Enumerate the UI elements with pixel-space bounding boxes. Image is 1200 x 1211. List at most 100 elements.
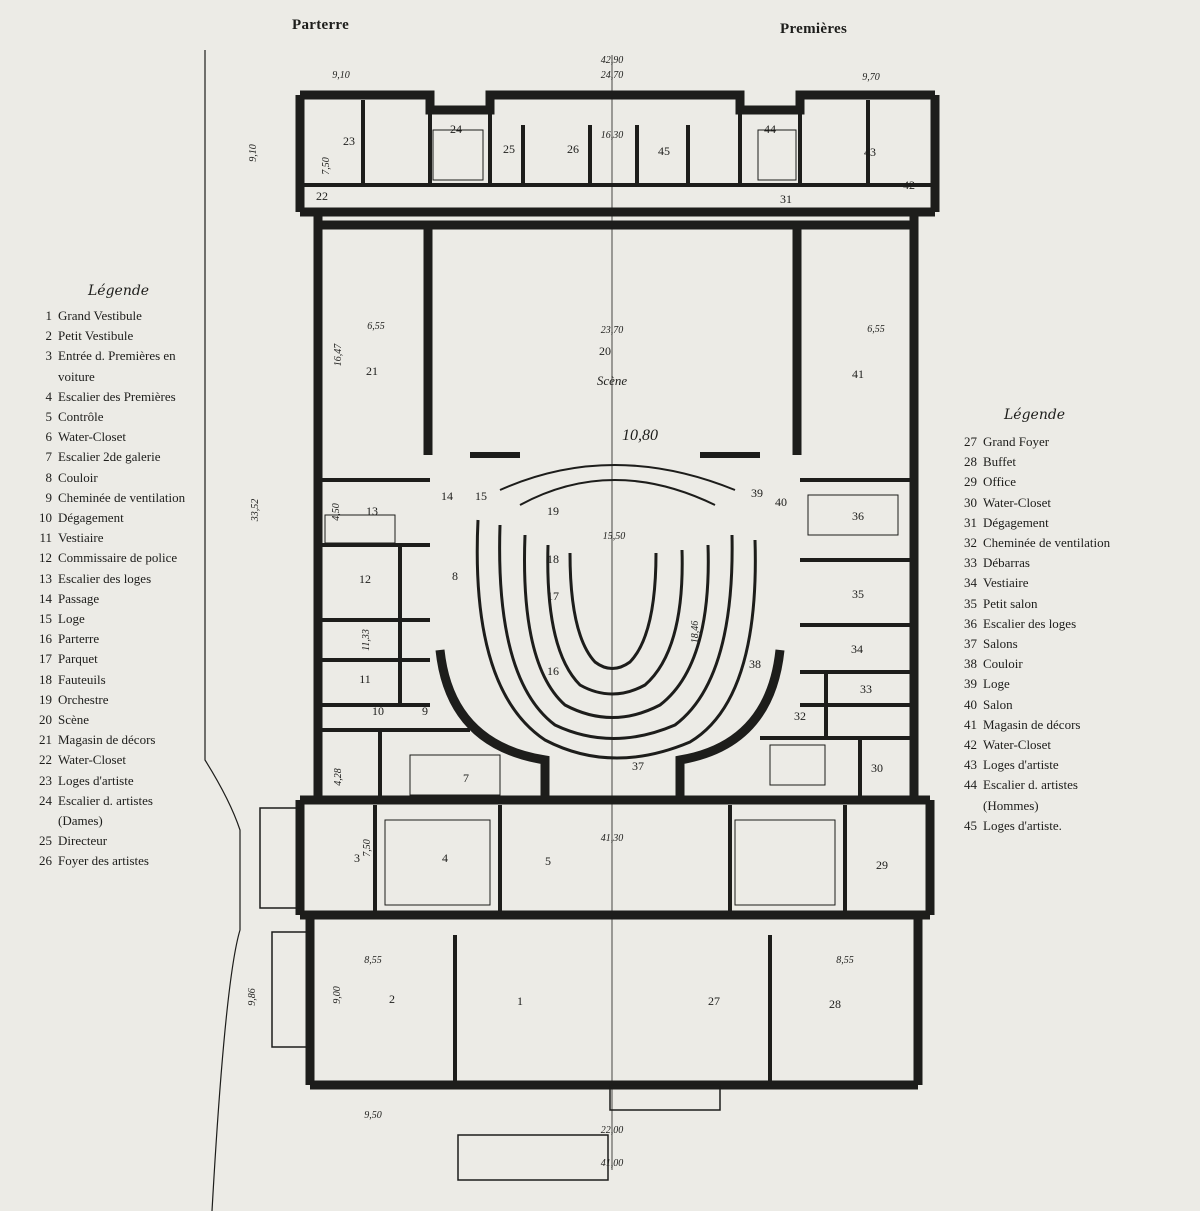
legend-number: 14 [39,590,52,606]
legend-label: Escalier d. artistes (Hommes) [983,777,1078,813]
legend-number: 13 [39,570,52,586]
legend-label: Dégagement [58,510,124,526]
dimension-label: 15,50 [603,531,626,542]
room-label-22: 22 [316,189,328,203]
legend-label: Cheminée de ventilation [58,489,186,505]
room-label-20: 20 [599,344,611,358]
legend-item-9: 9 Cheminée de ventilation [22,488,200,508]
dimension-label: 6,55 [367,321,385,332]
legend-item-21: 21 Magasin de décors [22,730,200,750]
legend-number: 21 [39,732,52,748]
legend-number: 40 [964,696,977,712]
legend-number: 36 [964,615,977,631]
legend-number: 38 [964,656,977,672]
room-label-3: 3 [354,851,360,865]
legend-number: 9 [45,489,53,505]
legend-number: 26 [39,853,52,869]
dimension-label: 9,50 [364,1110,382,1121]
legend-label: Escalier d. artistes (Dames) [58,792,153,829]
legend-label: Loge [58,611,85,627]
legend-number: 3 [45,348,53,364]
legend-number: 17 [39,651,52,667]
dimension-label: 7,50 [362,839,373,857]
legend-label: Water-Closet [983,737,1052,753]
legend-number: 20 [39,712,52,728]
legend-number: 24 [39,792,52,808]
dimension-label: 4,28 [333,768,344,786]
legend-number: 6 [45,429,53,445]
room-label-14: 14 [441,489,453,503]
legend-number: 28 [964,454,977,470]
dimension-label: 9,10 [248,144,259,162]
room-label-16: 16 [547,664,559,678]
legend-number: 10 [39,510,52,526]
legend-label: Fauteuils [58,671,106,687]
legend-label: Passage [58,590,100,606]
room-label-5: 5 [545,854,551,868]
room-label-36: 36 [852,509,864,523]
dimension-label: 41,30 [601,833,624,844]
legend-label: Vestiaire [983,575,1029,591]
dimension-label: 41,00 [601,1158,624,1169]
room-label-37: 37 [632,759,644,773]
dimension-label: 8,55 [836,955,854,966]
scene-label: Scène [597,373,628,388]
room-label-28: 28 [829,997,841,1011]
legend-label: Grand Foyer [983,434,1050,449]
legend-label: Salons [983,636,1018,652]
room-label-9: 9 [422,704,428,718]
room-label-18: 18 [547,552,559,566]
legend-label: Magasin de décors [58,732,156,748]
legend-number: 7 [45,449,53,465]
legend-label: Contrôle [58,409,104,425]
legend-number: 35 [964,595,977,611]
dimension-label: 6,55 [867,324,885,335]
legend-title-left: Légende [88,283,150,299]
room-label-24: 24 [450,122,462,136]
legend-number: 33 [964,555,977,571]
dimension-label: 9,86 [247,988,258,1006]
legend-label: Water-Closet [58,429,127,445]
room-label-15: 15 [475,489,487,503]
legend-label: Office [983,474,1016,490]
legend-label: Petit salon [983,595,1038,611]
legend-label: Dégagement [983,514,1049,530]
legend-number: 23 [39,772,52,788]
room-label-45: 45 [658,144,670,158]
side-room-walls [318,478,914,800]
legend-label: Cheminée de ventilation [983,535,1111,551]
legend-number: 2 [45,328,53,344]
legend-item-10: 10 Dégagement [22,508,200,528]
stairs [324,129,899,906]
legend-label: Water-Closet [983,494,1052,510]
room-label-35: 35 [852,587,864,601]
legend-item-13: 13 Escalier des loges [22,569,200,589]
legend-item-42: 42 Water-Closet [954,735,1124,755]
legend-number: 42 [964,737,977,753]
room-label-17: 17 [547,589,559,603]
legend-label: Grand Vestibule [58,308,142,323]
room-label-23: 23 [343,134,355,148]
legend-label: Escalier 2de galerie [58,449,161,465]
legend-label: Escalier des loges [58,570,152,586]
dimension-label: 16,47 [333,343,344,367]
